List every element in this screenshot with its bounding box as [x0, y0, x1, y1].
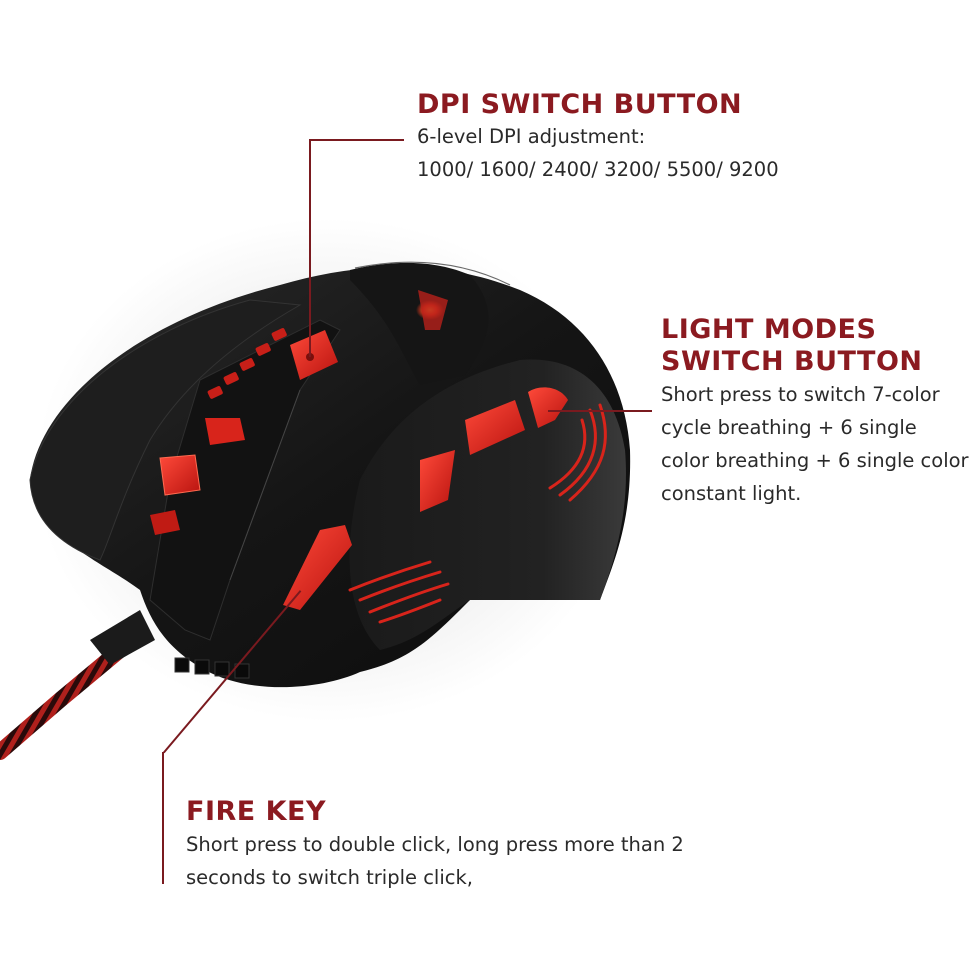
- fire-key-callout: FIRE KEY Short press to double click, lo…: [186, 796, 684, 894]
- light-modes-line-4: constant light.: [661, 482, 802, 505]
- fire-key-line-1: Short press to double click, long press …: [186, 833, 684, 856]
- fire-key-button: [283, 525, 352, 610]
- light-modes-callout: LIGHT MODES SWITCH BUTTON Short press to…: [661, 314, 969, 510]
- scroll-wheel: [150, 418, 245, 535]
- fire-leader-vertical: [162, 752, 164, 884]
- logo-mark: [418, 290, 448, 330]
- dpi-callout-line-2: 1000/ 1600/ 2400/ 3200/ 5500/ 9200: [417, 158, 779, 181]
- glow-stripes: [348, 403, 607, 624]
- light-leader-horizontal: [548, 410, 652, 412]
- dpi-button: [290, 330, 338, 380]
- light-modes-title-line-1: LIGHT MODES: [661, 314, 877, 345]
- dpi-leader-horizontal: [309, 139, 404, 141]
- light-modes-line-1: Short press to switch 7-color: [661, 383, 940, 406]
- center-strip: [149, 319, 341, 641]
- light-modes-line-3: color breathing + 6 single color: [661, 449, 969, 472]
- dpi-indicators: [207, 328, 287, 399]
- light-modes-title-line-2: SWITCH BUTTON: [661, 346, 923, 377]
- cable: [0, 610, 155, 760]
- light-modes-line-2: cycle breathing + 6 single: [661, 416, 917, 439]
- dpi-callout: DPI SWITCH BUTTON 6-level DPI adjustment…: [417, 89, 779, 186]
- logo-panel: [350, 262, 489, 385]
- dpi-leader-vertical: [309, 139, 311, 357]
- dpi-callout-title: DPI SWITCH BUTTON: [417, 89, 743, 120]
- light-mode-button: [528, 387, 568, 428]
- dpi-callout-line-1: 6-level DPI adjustment:: [417, 125, 646, 148]
- side-button-2: [420, 450, 455, 512]
- left-button-panel: [29, 299, 302, 561]
- fire-key-line-2: seconds to switch triple click,: [186, 866, 473, 889]
- rear-vents: [174, 657, 250, 679]
- side-button-1: [465, 400, 525, 455]
- fire-key-title: FIRE KEY: [186, 796, 327, 827]
